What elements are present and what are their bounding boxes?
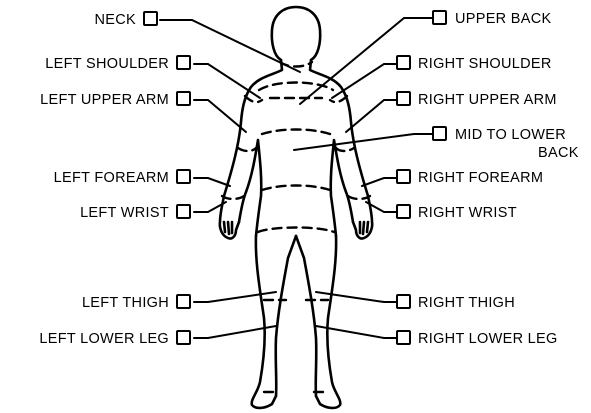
- figure-left-leg: [252, 236, 276, 408]
- checkbox-right-lower-leg[interactable]: [396, 330, 411, 345]
- label-left-thigh: LEFT THIGH: [82, 295, 169, 311]
- label-left-shoulder: LEFT SHOULDER: [45, 56, 169, 72]
- zone-left-elbow-line: [238, 148, 256, 151]
- label-mid-to-lower-back-1: MID TO LOWER: [455, 127, 566, 143]
- label-upper-back: UPPER BACK: [455, 11, 551, 27]
- label-right-lower-leg: RIGHT LOWER LEG: [418, 331, 558, 347]
- figure-head: [272, 7, 320, 60]
- label-right-thigh: RIGHT THIGH: [418, 295, 515, 311]
- leader-right-upper-arm: [346, 100, 398, 132]
- leader-left-forearm: [194, 178, 230, 186]
- checkbox-right-wrist[interactable]: [396, 204, 411, 219]
- figure-left-side: [220, 60, 282, 239]
- figure-left-inner: [239, 140, 261, 236]
- leader-mid-lower-back: [294, 134, 432, 150]
- checkbox-neck[interactable]: [143, 11, 158, 26]
- label-mid-to-lower-back-2: BACK: [538, 145, 579, 161]
- label-left-wrist: LEFT WRIST: [80, 205, 169, 221]
- figure-left-fingers: [224, 222, 232, 234]
- label-right-wrist: RIGHT WRIST: [418, 205, 517, 221]
- checkbox-left-forearm[interactable]: [176, 169, 191, 184]
- checkbox-mid-to-lower-back[interactable]: [432, 126, 447, 141]
- label-left-forearm: LEFT FOREARM: [54, 170, 169, 186]
- zone-left-wrist-line: [222, 196, 244, 199]
- leader-left-shoulder: [194, 64, 260, 98]
- label-left-lower-leg: LEFT LOWER LEG: [39, 331, 169, 347]
- checkbox-left-shoulder[interactable]: [176, 55, 191, 70]
- leader-left-upper-arm: [194, 100, 246, 132]
- label-left-upper-arm: LEFT UPPER ARM: [40, 92, 169, 108]
- figure-right-leg-inner: [296, 236, 316, 396]
- checkbox-upper-back[interactable]: [432, 10, 447, 25]
- figure-right-fingers: [360, 222, 368, 234]
- checkbox-left-thigh[interactable]: [176, 294, 191, 309]
- zone-hip-line: [258, 228, 334, 233]
- checkbox-right-shoulder[interactable]: [396, 55, 411, 70]
- figure-right-inner: [331, 140, 353, 236]
- zone-waist-line: [262, 186, 330, 191]
- checkbox-right-forearm[interactable]: [396, 169, 411, 184]
- label-right-shoulder: RIGHT SHOULDER: [418, 56, 552, 72]
- figure-right-leg: [316, 236, 340, 408]
- label-right-forearm: RIGHT FOREARM: [418, 170, 543, 186]
- checkbox-left-lower-leg[interactable]: [176, 330, 191, 345]
- checkbox-right-upper-arm[interactable]: [396, 91, 411, 106]
- figure-left-leg-inner: [276, 236, 296, 396]
- zone-right-elbow-line: [336, 148, 354, 151]
- zone-mid-back-line: [262, 130, 330, 135]
- leader-right-forearm: [362, 178, 398, 186]
- checkbox-right-thigh[interactable]: [396, 294, 411, 309]
- label-neck: NECK: [95, 12, 137, 28]
- label-right-upper-arm: RIGHT UPPER ARM: [418, 92, 557, 108]
- zone-right-wrist-line: [348, 196, 370, 199]
- checkbox-left-upper-arm[interactable]: [176, 91, 191, 106]
- checkbox-left-wrist[interactable]: [176, 204, 191, 219]
